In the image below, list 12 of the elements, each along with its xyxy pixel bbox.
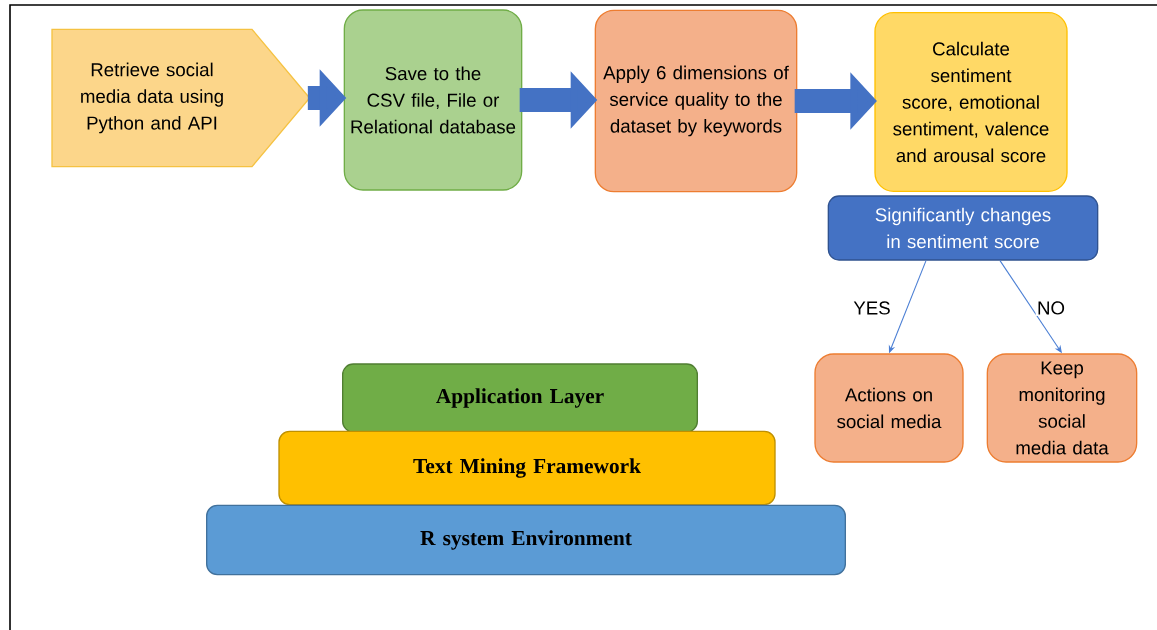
process-box: Actions on social media: [814, 353, 964, 463]
process-box: Calculate sentiment score, emotional sentiment, valence and arousal score: [874, 12, 1068, 192]
process-box: Keep monitoring social media data: [986, 353, 1138, 463]
layer-bar: Application Layer: [342, 363, 698, 433]
process-pentagon: Retrieve social media data using Python and API: [51, 28, 311, 168]
layer-bar: Text Mining Framework: [278, 430, 776, 506]
layer-bar: R system Environment: [206, 504, 846, 576]
process-box: Save to the CSV file, File or Relational database: [343, 9, 523, 191]
process-box: Apply 6 dimensions of service quality to the dataset by keywords: [594, 9, 798, 193]
edge-label: YES: [852, 300, 892, 316]
edge-label: NO: [1035, 300, 1067, 316]
decision-box: Significantly changes in sentiment score: [827, 195, 1099, 261]
